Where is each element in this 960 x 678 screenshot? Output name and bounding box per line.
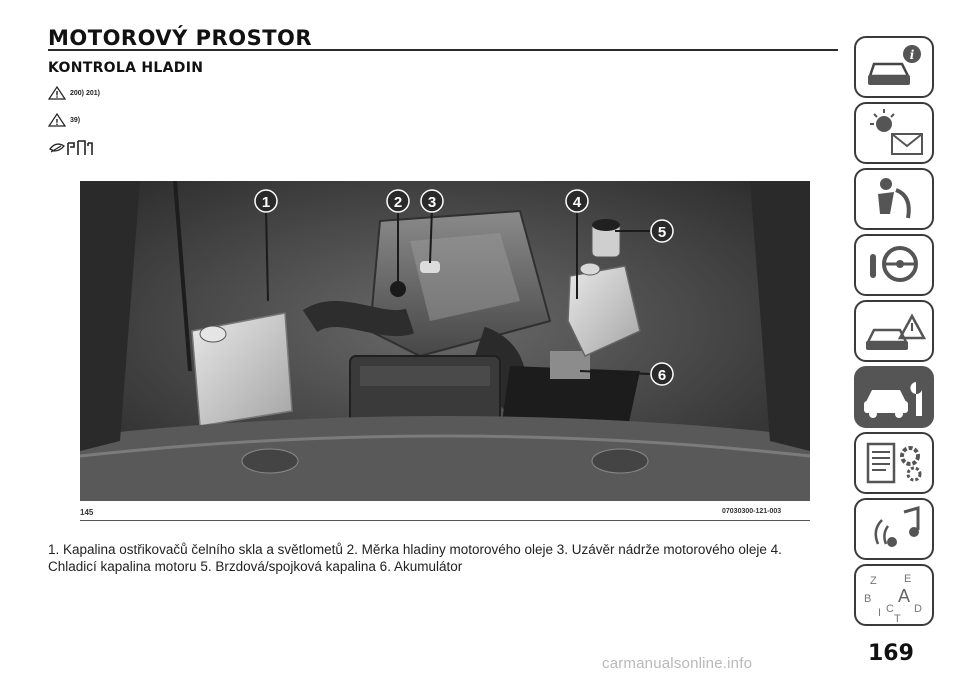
figure-number: 145 — [80, 508, 94, 517]
index-abc-icon: Z E B A I C D T — [864, 573, 922, 624]
figure-divider — [80, 520, 810, 521]
tab-emergency[interactable] — [854, 300, 934, 362]
callout-1: 1 — [262, 194, 270, 211]
svg-text:Z: Z — [870, 575, 877, 587]
svg-text:B: B — [864, 593, 871, 605]
tab-car-maintenance[interactable] — [854, 366, 934, 428]
engine-bay-figure: 1 2 3 4 5 6 — [80, 181, 810, 501]
callout-2: 2 — [394, 194, 402, 211]
car-maintenance-icon — [864, 382, 922, 418]
page-title: MOTOROVÝ PROSTOR — [48, 26, 313, 50]
warning-ref-row: 200) 201) — [48, 86, 100, 100]
warning-refs[interactable]: 200) 201) — [70, 89, 100, 97]
multimedia-icon — [874, 506, 920, 547]
svg-text:T: T — [894, 613, 901, 624]
environment-tap-icon — [48, 137, 94, 162]
section-title: KONTROLA HLADIN — [48, 60, 204, 76]
lights-warning-icon — [870, 109, 923, 155]
figure-callout: 5 — [650, 219, 674, 243]
emergency-icon — [865, 313, 927, 350]
figure-callout: 1 — [254, 189, 278, 213]
figure-code: 07030300-121-003 — [722, 508, 782, 515]
caution-triangle-icon: ! — [48, 113, 66, 127]
svg-text:!: ! — [55, 118, 59, 127]
technical-data-icon — [866, 442, 922, 484]
svg-text:i: i — [910, 48, 915, 62]
tab-index[interactable]: Z E B A I C D T — [854, 564, 934, 626]
title-divider — [48, 49, 838, 51]
figure-callout: 3 — [420, 189, 444, 213]
tab-lights-warning[interactable] — [854, 102, 934, 164]
tab-technical-data[interactable] — [854, 432, 934, 494]
caution-ref-row: ! 39) — [48, 113, 80, 127]
callout-4: 4 — [573, 194, 582, 211]
warning-triangle-icon — [48, 86, 66, 100]
page-number: 169 — [868, 641, 914, 666]
safety-airbag-icon — [878, 178, 911, 219]
dashboard-info-icon: i — [868, 45, 921, 85]
watermark: carmanualsonline.info — [602, 655, 753, 672]
svg-text:A: A — [898, 586, 910, 606]
tab-dashboard-info[interactable]: i — [854, 36, 934, 98]
figure-caption: 1. Kapalina ostřikovačů čelního skla a s… — [48, 542, 782, 574]
figure-callout: 2 — [386, 189, 410, 213]
svg-text:E: E — [904, 573, 911, 585]
tab-starting-driving[interactable] — [854, 234, 934, 296]
steering-wheel-icon — [870, 246, 918, 282]
callout-5: 5 — [658, 224, 666, 241]
caution-refs[interactable]: 39) — [70, 116, 81, 124]
engine-bay-image: 1 2 3 4 5 6 — [80, 181, 810, 501]
svg-text:C: C — [886, 603, 894, 615]
callout-6: 6 — [658, 367, 666, 384]
svg-text:D: D — [914, 603, 922, 615]
tab-safety[interactable] — [854, 168, 934, 230]
tab-multimedia[interactable] — [854, 498, 934, 560]
callout-3: 3 — [428, 194, 436, 211]
svg-text:I: I — [878, 607, 881, 619]
figure-callout: 4 — [565, 189, 589, 213]
figure-callout: 6 — [650, 362, 674, 386]
